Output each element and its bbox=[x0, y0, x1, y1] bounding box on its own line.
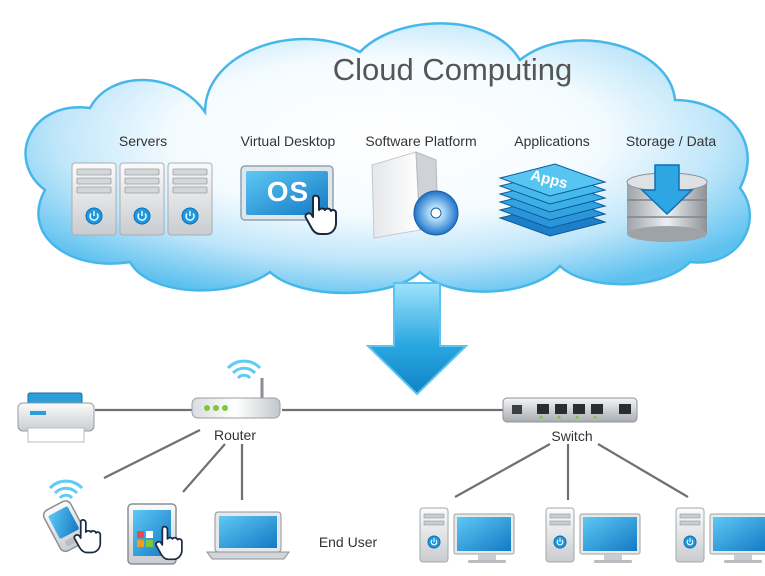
servers-label: Servers bbox=[118, 133, 168, 149]
applications-icon: Apps bbox=[498, 163, 607, 237]
applications-label: Applications bbox=[514, 133, 590, 149]
virtual-desktop-icon bbox=[240, 165, 337, 235]
software-platform-icon bbox=[371, 151, 459, 239]
diagram-title: Cloud Computing bbox=[332, 52, 573, 87]
laptop-icon bbox=[206, 511, 290, 560]
storage-data-label: Storage / Data bbox=[625, 133, 717, 149]
servers-icon bbox=[71, 162, 213, 236]
printer-icon bbox=[17, 392, 95, 443]
network-links bbox=[95, 408, 689, 500]
tablet-icon bbox=[127, 503, 183, 565]
desktop-pc-icon bbox=[545, 507, 641, 564]
switch-icon bbox=[502, 397, 638, 423]
virtual-desktop-label: Virtual Desktop bbox=[240, 133, 336, 149]
down-arrow-icon bbox=[365, 282, 469, 396]
router-label: Router bbox=[213, 427, 257, 443]
end-user-label: End User bbox=[318, 534, 378, 550]
os-text: OS bbox=[266, 176, 310, 207]
desktop-pc-icon bbox=[419, 507, 515, 564]
storage-icon bbox=[626, 164, 708, 242]
desktop-pc-icon bbox=[675, 507, 765, 564]
router-icon bbox=[191, 359, 281, 419]
smartphone-icon bbox=[42, 479, 102, 554]
software-platform-label: Software Platform bbox=[365, 133, 477, 149]
switch-label: Switch bbox=[551, 428, 593, 444]
